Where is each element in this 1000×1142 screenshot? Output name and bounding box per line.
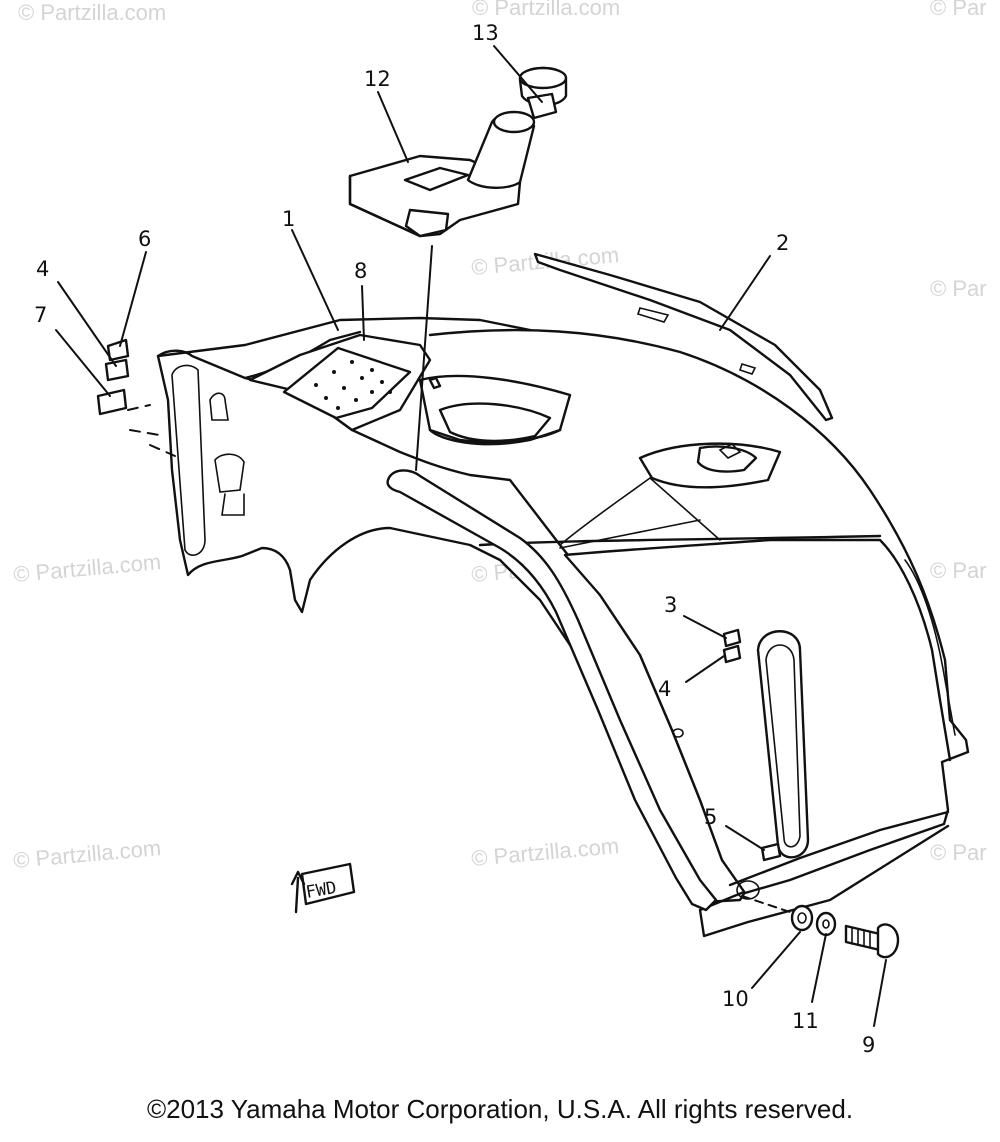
leader-line (493, 45, 543, 103)
watermark: © Par (930, 840, 987, 865)
leader-line (685, 655, 725, 683)
callout-layer: 13 12 1 8 2 6 4 7 3 4 5 10 11 9 (34, 21, 875, 1057)
part-2-slot (636, 307, 670, 323)
leader-line (291, 229, 339, 331)
callout-4-right: 4 (658, 677, 671, 701)
dashed-line (415, 245, 433, 471)
watermark: © Par (930, 276, 987, 301)
part-9-bolt (844, 923, 900, 959)
leader-line (683, 615, 727, 639)
part-5-clip (760, 842, 782, 862)
leader-lines (55, 45, 887, 1027)
part-1-rear-fender (156, 316, 970, 938)
part-10-washer (790, 904, 814, 932)
copyright-notice: ©2013 Yamaha Motor Corporation, U.S.A. A… (146, 1094, 854, 1124)
watermark: © Partzilla.com (470, 833, 620, 871)
callout-7: 7 (34, 303, 47, 327)
leader-line (725, 825, 765, 851)
callout-10: 10 (722, 987, 749, 1011)
leader-line (811, 933, 827, 1003)
leader-line (719, 255, 771, 331)
part-3-clip (722, 628, 742, 648)
callout-2: 2 (776, 231, 789, 255)
leader-line (119, 251, 147, 347)
fwd-direction-marker: FWD (290, 862, 356, 914)
callout-13: 13 (472, 21, 499, 45)
leader-line (55, 329, 111, 397)
part-4-clip (722, 644, 742, 664)
part-7-label (96, 388, 128, 416)
part-2-slot (738, 363, 757, 375)
leader-line (873, 959, 887, 1027)
leader-line (361, 285, 365, 341)
watermark: © Partzilla.com (12, 549, 162, 587)
watermark: © Partzilla.com (12, 835, 162, 873)
watermark: © Par (930, 558, 987, 583)
part-13-fuel-cap (518, 66, 568, 120)
dashed-line (127, 404, 176, 457)
callout-12: 12 (364, 67, 391, 91)
fwd-label: FWD (304, 878, 338, 903)
callout-6: 6 (138, 227, 151, 251)
callout-4-left: 4 (36, 257, 49, 281)
callout-3: 3 (664, 593, 677, 617)
callout-9: 9 (862, 1033, 875, 1057)
watermark: © Partzilla.com (18, 0, 166, 25)
callout-1: 1 (282, 207, 295, 231)
callout-5: 5 (704, 805, 717, 829)
callout-8: 8 (354, 259, 367, 283)
leader-line (57, 281, 117, 367)
part-12-filler-neck (348, 110, 536, 238)
part-8-dots (314, 360, 392, 410)
callout-11: 11 (792, 1009, 819, 1033)
watermark: © Partzilla.com (472, 0, 620, 20)
dashed-line (741, 895, 791, 913)
leader-line (751, 931, 801, 989)
part-4-label (104, 358, 130, 382)
watermark: © Par (930, 0, 987, 20)
part-2-trim-strip (533, 252, 834, 422)
part-11-lock-washer (815, 911, 837, 937)
leader-line (377, 91, 409, 163)
